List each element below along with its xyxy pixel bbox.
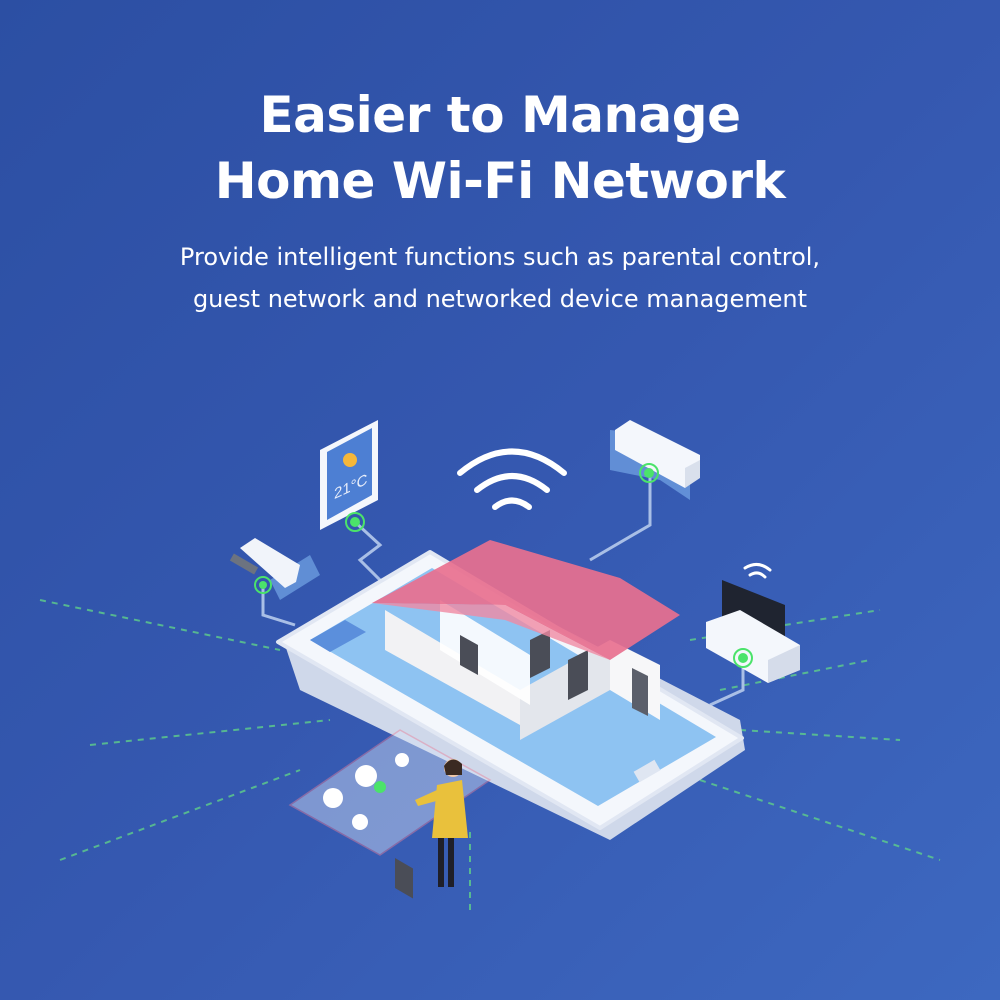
status-dot bbox=[644, 468, 654, 478]
security-camera bbox=[229, 538, 320, 600]
app-panel bbox=[288, 729, 492, 856]
headline-line-2: Home Wi-Fi Network bbox=[214, 152, 786, 210]
network-lines bbox=[39, 599, 941, 910]
gear-icon bbox=[323, 788, 343, 808]
bulb-icon bbox=[352, 814, 368, 830]
sun-icon bbox=[343, 453, 357, 467]
status-dot bbox=[738, 653, 748, 663]
status-dot bbox=[259, 581, 267, 589]
tv bbox=[706, 563, 800, 683]
music-icon bbox=[395, 753, 409, 767]
wifi-icon bbox=[457, 448, 567, 510]
status-dot bbox=[350, 517, 360, 527]
status-dot bbox=[374, 781, 386, 793]
cloud-icon bbox=[355, 765, 377, 787]
door bbox=[632, 668, 648, 716]
home-button bbox=[633, 759, 661, 783]
roof bbox=[372, 540, 680, 660]
subtitle: Provide intelligent functions such as pa… bbox=[0, 236, 1000, 320]
air-conditioner bbox=[610, 420, 700, 500]
subtitle-line-1: Provide intelligent functions such as pa… bbox=[179, 243, 821, 271]
tv-wifi-icon bbox=[743, 563, 772, 579]
person bbox=[415, 759, 468, 887]
house bbox=[372, 540, 680, 899]
headline: Easier to Manage Home Wi-Fi Network bbox=[0, 82, 1000, 214]
headline-line-1: Easier to Manage bbox=[259, 86, 741, 144]
thermostat: 21°C bbox=[320, 420, 378, 532]
subtitle-line-2: guest network and networked device manag… bbox=[192, 285, 808, 313]
